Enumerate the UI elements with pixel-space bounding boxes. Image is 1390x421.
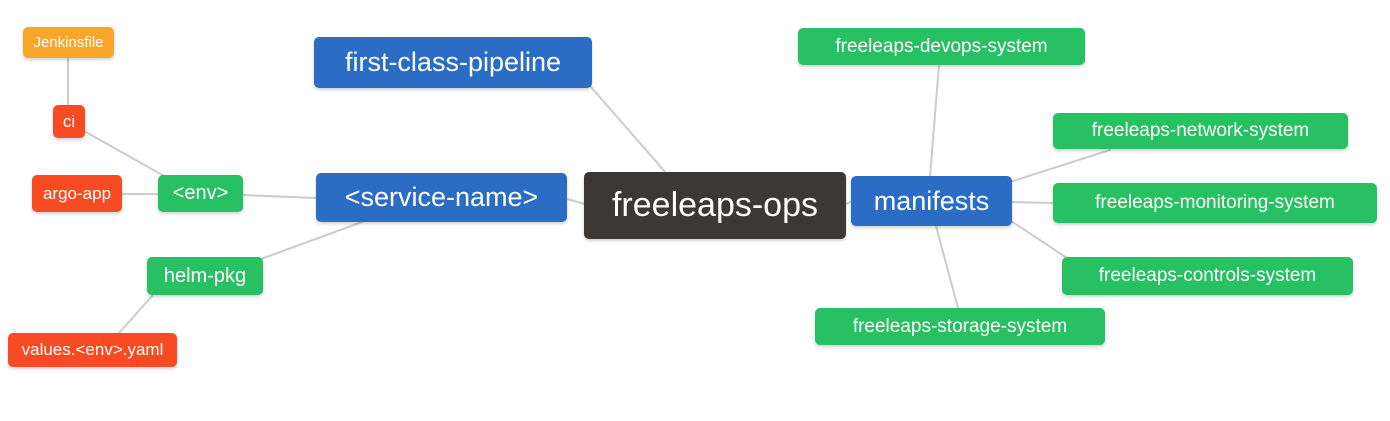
node-freeleaps-monitoring-system[interactable]: freeleaps-monitoring-system [1053, 183, 1377, 223]
edge-pipeline-root [590, 86, 667, 174]
node-freeleaps-ops-root[interactable]: freeleaps-ops [584, 172, 846, 239]
edge-manifests-storage [935, 225, 959, 309]
node-freeleaps-devops-system[interactable]: freeleaps-devops-system [798, 28, 1085, 65]
edge-ci-env [83, 130, 167, 178]
edge-helmpkg-servicename [260, 221, 363, 260]
edge-manifests-devops [929, 64, 940, 178]
node-jenkinsfile[interactable]: Jenkinsfile [23, 27, 114, 58]
edge-servicename-root [566, 198, 586, 205]
node-ci[interactable]: ci [53, 105, 85, 138]
edge-env-servicename [242, 194, 317, 199]
node-first-class-pipeline[interactable]: first-class-pipeline [314, 37, 592, 88]
edge-values-helmpkg [117, 295, 153, 335]
node-freeleaps-controls-system[interactable]: freeleaps-controls-system [1062, 257, 1353, 295]
edge-manifests-network [1009, 149, 1111, 183]
edge-manifests-monitoring [1011, 201, 1054, 204]
node-freeleaps-network-system[interactable]: freeleaps-network-system [1053, 113, 1348, 149]
node-service-name[interactable]: <service-name> [316, 173, 567, 222]
node-values-env-yaml[interactable]: values.<env>.yaml [8, 333, 177, 367]
node-freeleaps-storage-system[interactable]: freeleaps-storage-system [815, 308, 1105, 345]
node-env[interactable]: <env> [158, 175, 243, 212]
node-argo-app[interactable]: argo-app [32, 175, 122, 212]
edge-manifests-controls [1010, 220, 1068, 259]
node-helm-pkg[interactable]: helm-pkg [147, 257, 263, 295]
node-manifests[interactable]: manifests [851, 176, 1012, 226]
